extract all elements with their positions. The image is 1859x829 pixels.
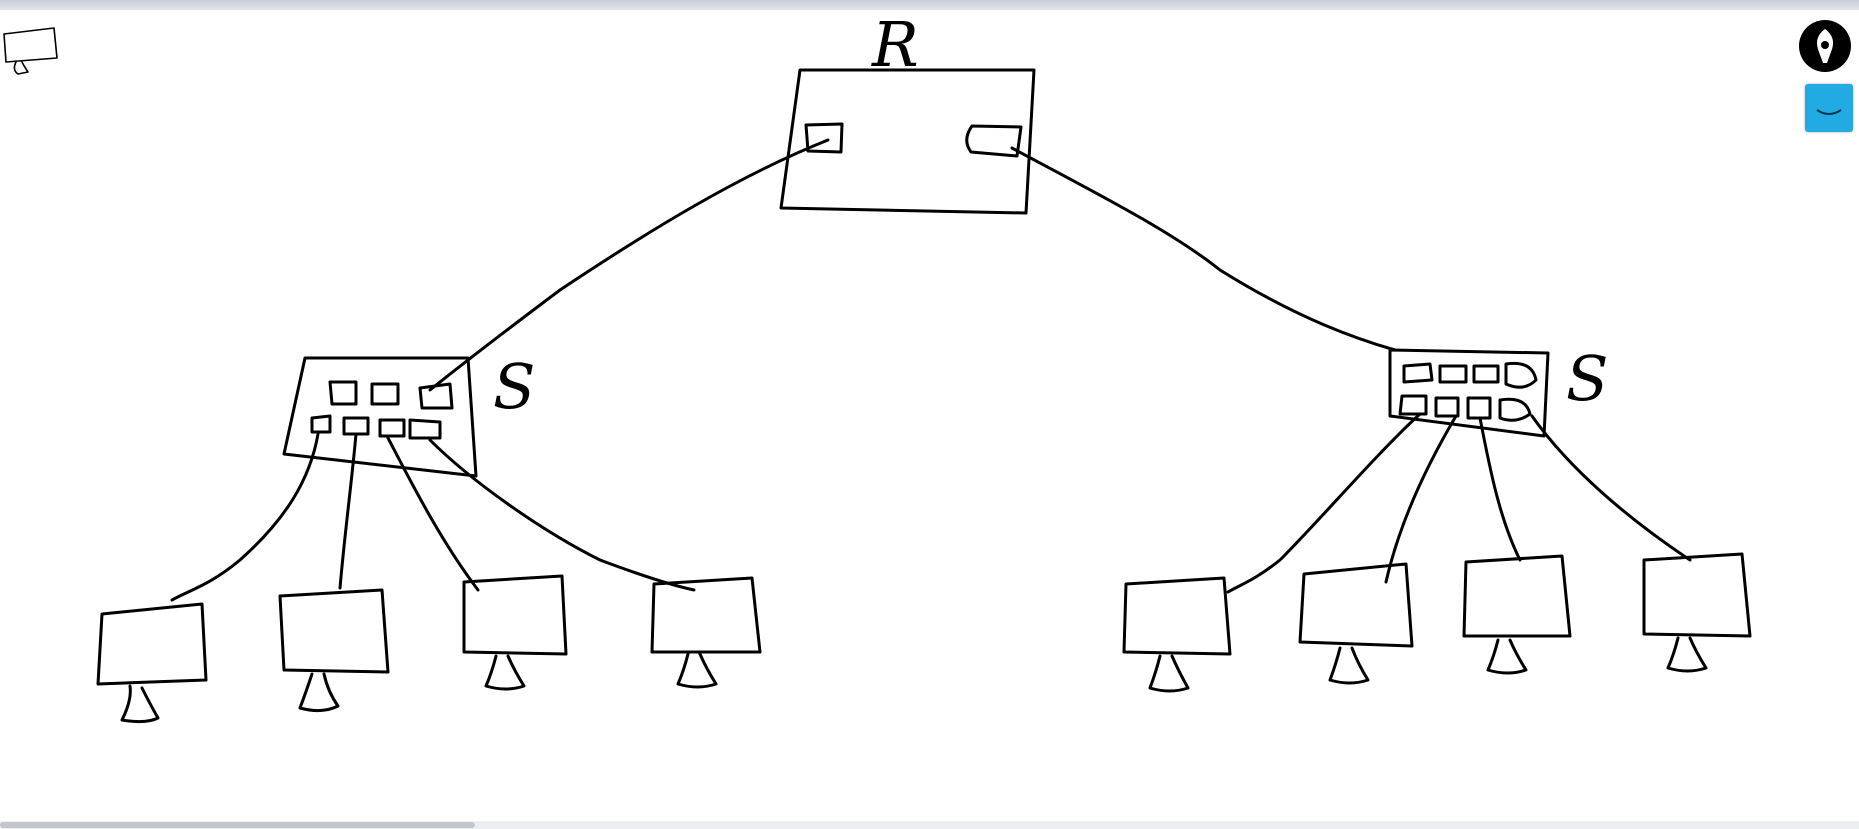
smile-icon [1816, 109, 1842, 115]
router-port-right [965, 124, 1023, 158]
whiteboard-canvas[interactable]: R S S [0, 10, 1859, 818]
computer-3 [462, 574, 568, 691]
left-switch-label: S [493, 350, 535, 423]
pen-tool-button[interactable] [1799, 20, 1851, 72]
computer-4 [650, 576, 762, 689]
right-switch-label: S [1566, 342, 1608, 415]
link-router-right-switch [1010, 146, 1397, 352]
router-port-left [804, 122, 844, 154]
computer-5 [1122, 576, 1232, 693]
left-switch-links [170, 432, 696, 602]
router-box [779, 68, 1036, 215]
computer-7 [1462, 554, 1572, 675]
right-switch-links [1226, 412, 1692, 594]
left-switch [282, 356, 478, 478]
pen-nib-icon [1817, 29, 1833, 63]
window-top-bar [0, 0, 1859, 10]
link-router-left-switch [428, 138, 830, 392]
horizontal-scrollbar[interactable] [0, 821, 1859, 829]
computer-8 [1642, 552, 1752, 673]
right-switch [1388, 348, 1550, 438]
computer-2 [278, 588, 390, 713]
scrollbar-thumb[interactable] [0, 822, 475, 828]
shape-tool-button[interactable] [1805, 84, 1853, 132]
computer-1 [96, 602, 208, 724]
corner-computer-sketch [3, 27, 58, 75]
router-label: R [871, 10, 919, 81]
computer-6 [1298, 562, 1414, 685]
